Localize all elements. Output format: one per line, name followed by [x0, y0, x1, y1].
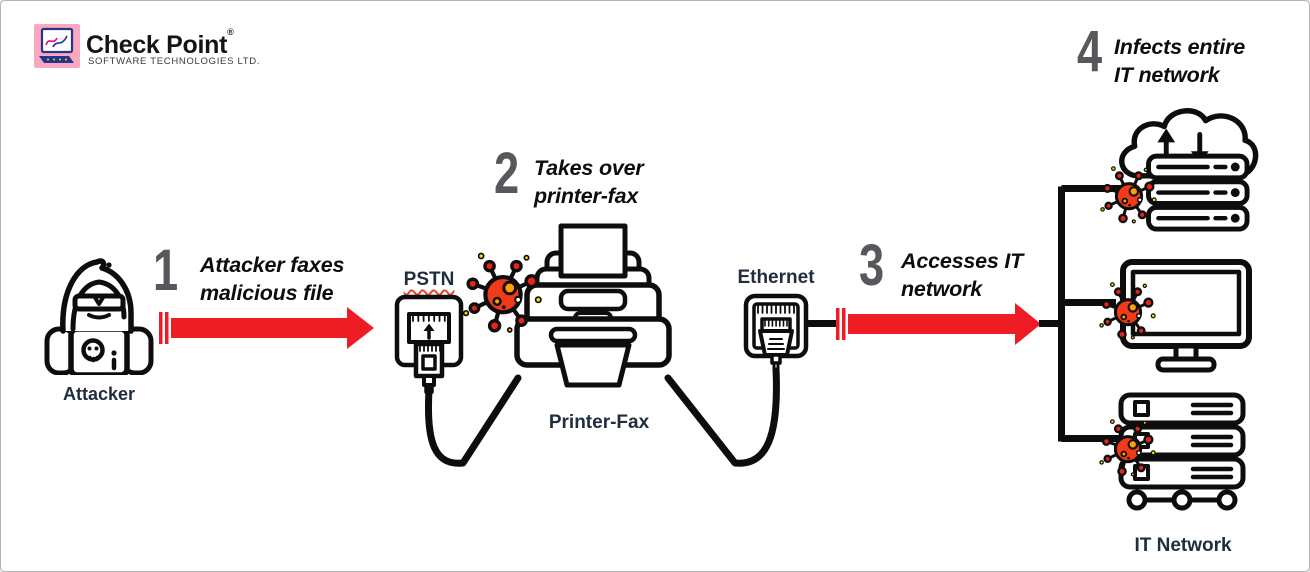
step-4-number: 4	[1077, 19, 1103, 84]
step-2-number: 2	[494, 141, 520, 206]
virus-icon-rack	[1098, 418, 1158, 478]
network-trunk-lines	[1039, 185, 1122, 442]
monitor-icon	[1120, 259, 1252, 373]
ethernet-label: Ethernet	[737, 267, 815, 288]
printer-fax-icon	[514, 223, 672, 388]
red-arrow-step1	[159, 307, 374, 349]
pstn-label: PSTN	[403, 269, 455, 290]
virus-icon-monitor	[1098, 281, 1158, 341]
ethernet-jack-icon	[743, 293, 809, 371]
brand-subtitle: SOFTWARE TECHNOLOGIES LTD.	[88, 56, 261, 67]
step-3-number: 3	[859, 233, 885, 298]
attacker-label: Attacker	[62, 384, 136, 404]
step-1-number: 1	[153, 238, 179, 303]
cloud-server-icon	[1119, 108, 1259, 232]
printer-cables	[424, 365, 780, 467]
brand-text: Check Point®	[86, 27, 234, 59]
red-arrow-step3	[836, 303, 1041, 345]
logo-mark-icon	[34, 24, 80, 68]
ethernet-to-arrow-line	[805, 320, 837, 327]
virus-icon-printer	[461, 251, 545, 335]
attacker-icon	[44, 258, 154, 375]
pstn-jack-icon	[394, 294, 464, 394]
it-network-label: IT Network	[1134, 535, 1232, 556]
printer-fax-label: Printer-Fax	[548, 412, 650, 433]
registered-mark: ®	[227, 27, 234, 37]
virus-icon-cloud	[1099, 165, 1159, 225]
